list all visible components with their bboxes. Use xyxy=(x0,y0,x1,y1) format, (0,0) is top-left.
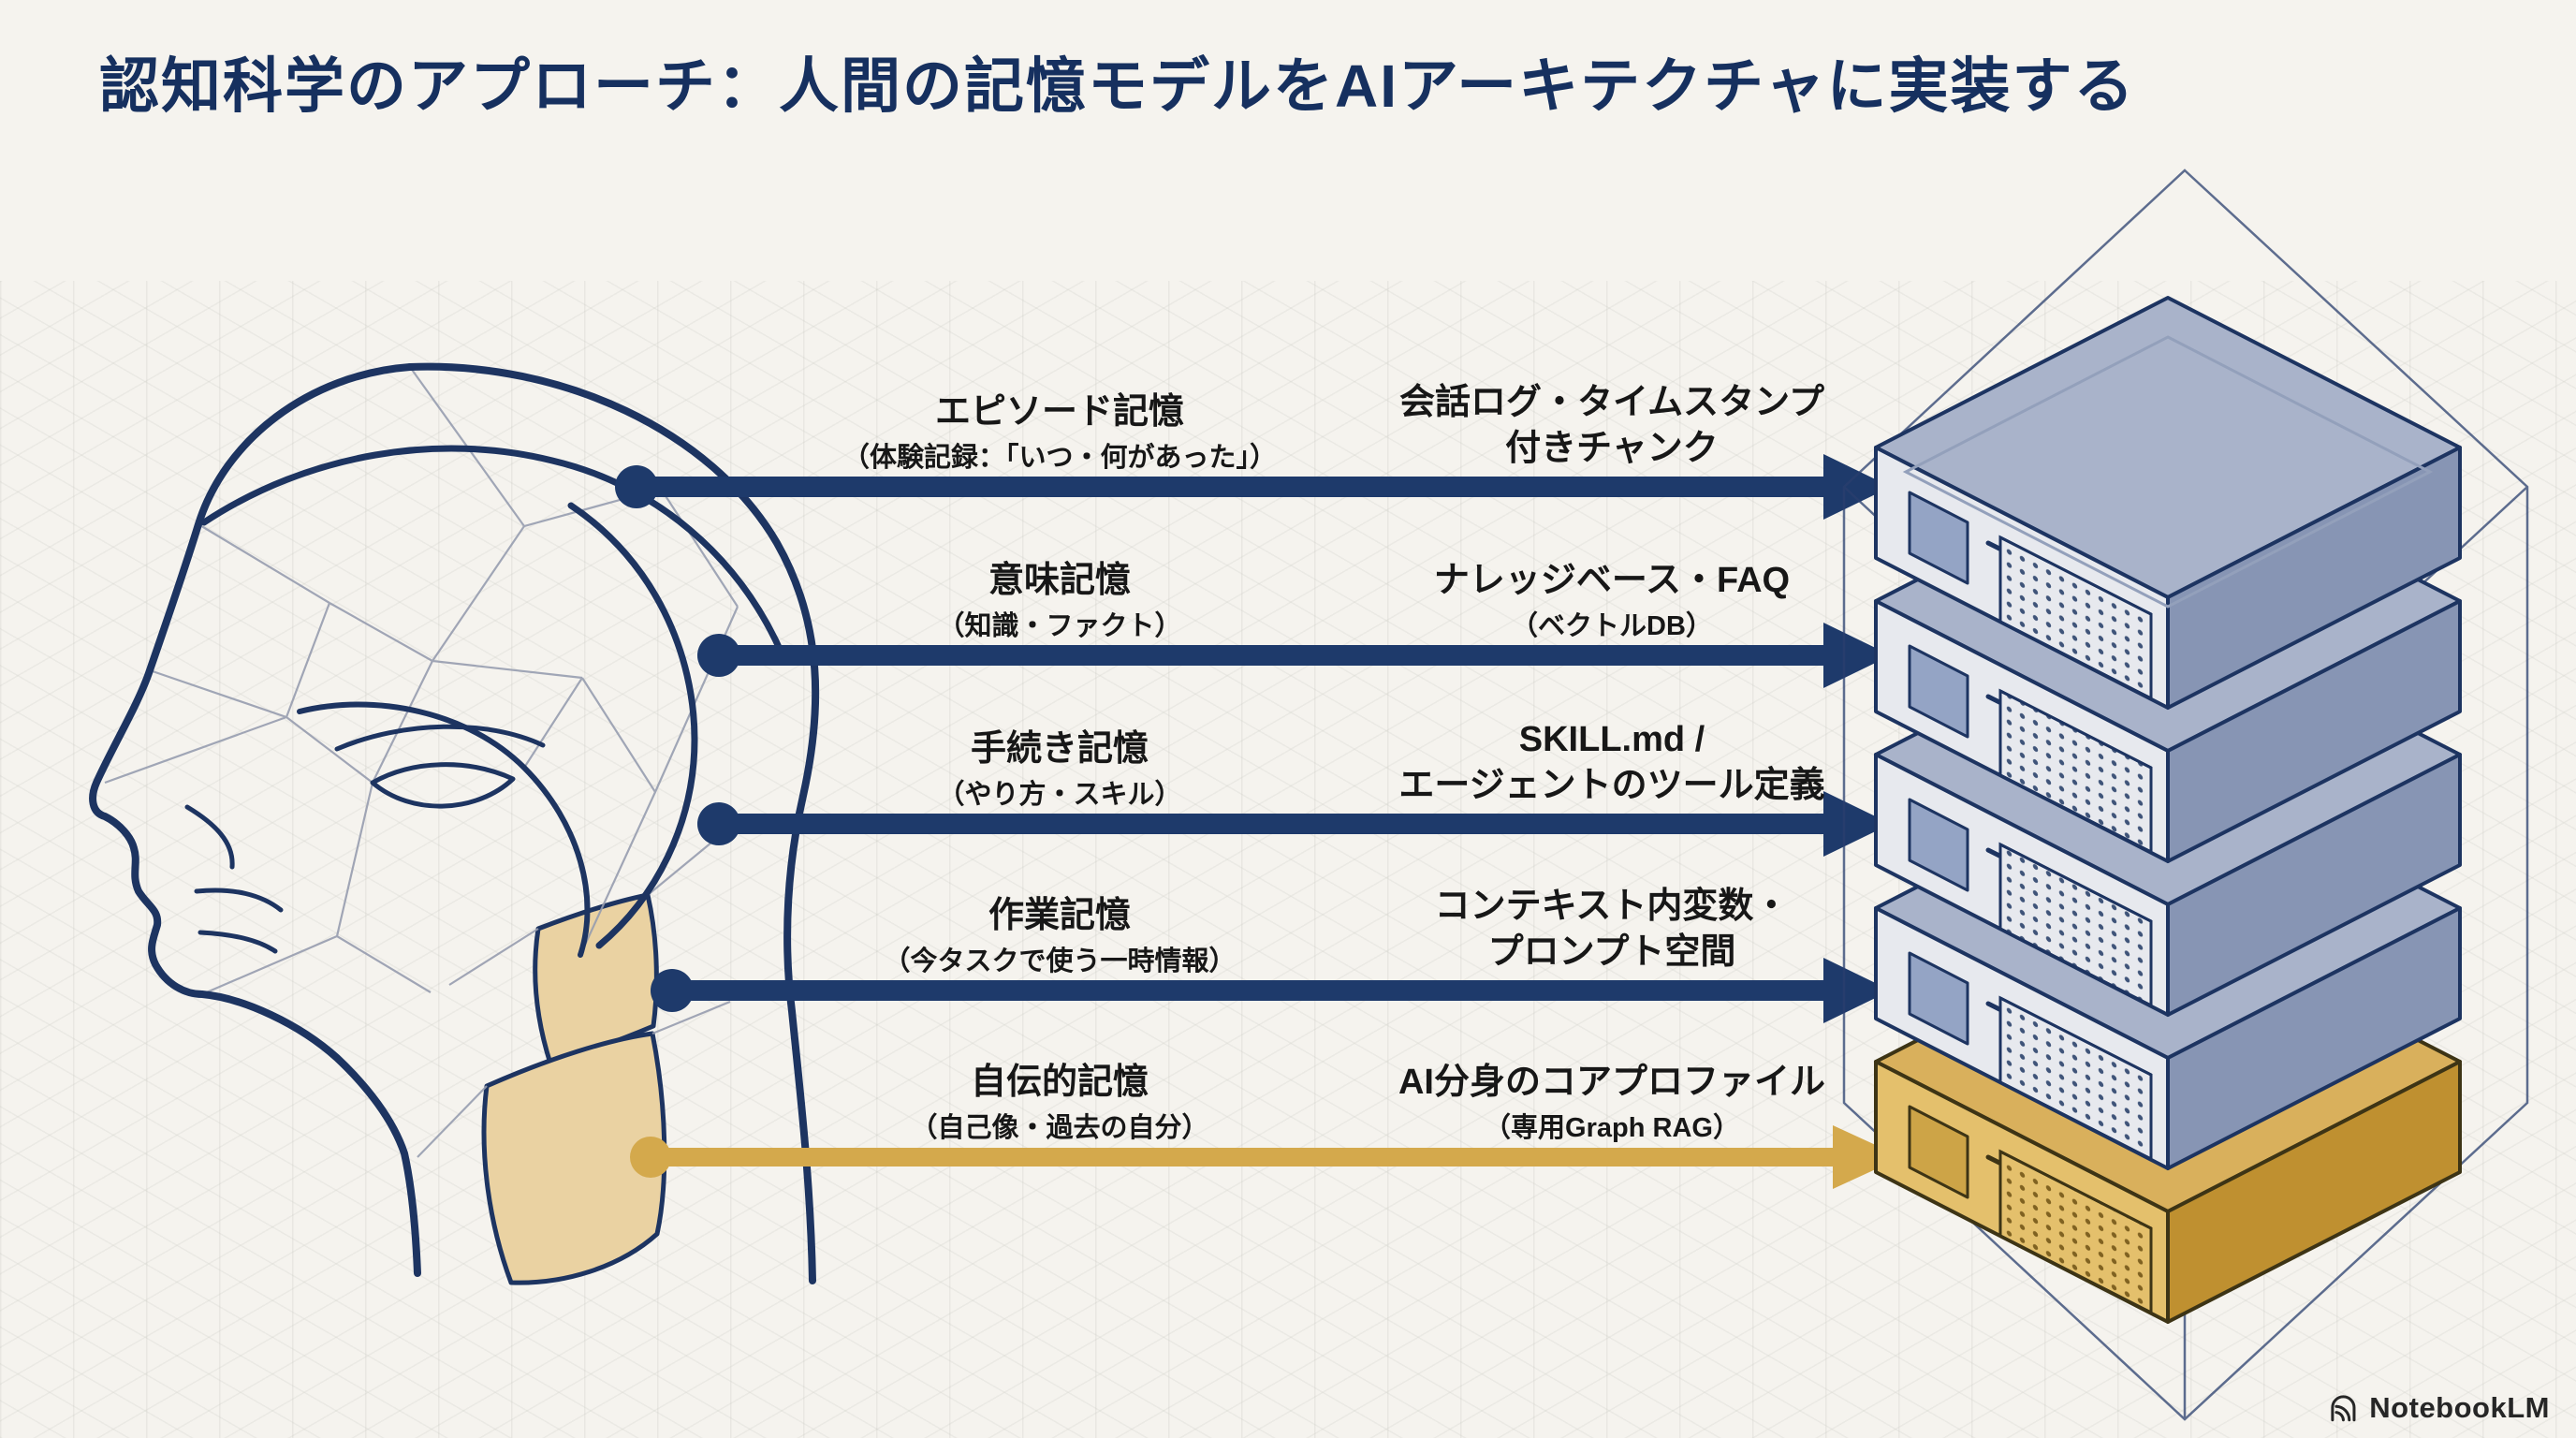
impl-label-autobiographical-sub: （専用Graph RAG） xyxy=(1484,1113,1740,1144)
arrow-semantic xyxy=(697,623,1891,688)
memory-label-autobiographical-sub: （自己像・過去の自分） xyxy=(910,1113,1209,1144)
neck-tan-patch-upper xyxy=(533,892,659,1066)
impl-label-working: コンテキスト内変数・ プロンプト空間 xyxy=(1435,884,1790,976)
memory-label-procedural: 手続き記憶 （やり方・スキル） xyxy=(937,726,1181,813)
notebooklm-waves-icon xyxy=(2331,1395,2356,1422)
server-working xyxy=(1876,758,2460,1168)
brand-footer: NotebookLM xyxy=(2328,1391,2550,1425)
server-procedural xyxy=(1876,605,2460,1015)
head-mesh-lines xyxy=(104,366,739,1158)
memory-label-working: 作業記憶 （今タスクで使う一時情報） xyxy=(883,893,1236,979)
head-outline xyxy=(89,362,820,1284)
neck-tan-patch-lower xyxy=(481,1031,667,1285)
memory-label-semantic-main: 意味記憶 xyxy=(988,561,1132,600)
memory-label-autobiographical: 自伝的記憶 （自己像・過去の自分） xyxy=(910,1060,1208,1146)
memory-label-episodic: エピソード記憶 （体験記録：「いつ・何があった」） xyxy=(842,389,1277,476)
impl-label-semantic: ナレッジベース・FAQ （ベクトルDB） xyxy=(1434,558,1790,644)
memory-label-working-main: 作業記憶 xyxy=(988,896,1132,935)
impl-label-working-main: コンテキスト内変数・ プロンプト空間 xyxy=(1434,887,1790,973)
impl-label-autobiographical: AI分身のコアプロファイル （専用Graph RAG） xyxy=(1398,1060,1825,1146)
memory-label-episodic-sub: （体験記録：「いつ・何があった」） xyxy=(842,443,1278,474)
impl-label-episodic-main: 会話ログ・タイムスタンプ 付きチャンク xyxy=(1398,383,1825,469)
memory-label-procedural-sub: （やり方・スキル） xyxy=(937,780,1182,811)
impl-label-episodic: 会話ログ・タイムスタンプ 付きチャンク xyxy=(1399,380,1824,473)
server-semantic xyxy=(1876,451,2460,861)
impl-label-procedural-main: SKILL.md / エージェントのツール定義 xyxy=(1398,720,1825,806)
memory-label-procedural-main: 手続き記憶 xyxy=(970,729,1149,769)
arrow-working xyxy=(651,958,1891,1023)
memory-label-semantic-sub: （知識・ファクト） xyxy=(937,611,1182,642)
human-head-wireframe xyxy=(89,362,820,1285)
server-autobiographical-gold xyxy=(1876,912,2460,1322)
arrow-episodic xyxy=(615,454,1891,520)
mapping-arrows xyxy=(615,454,1902,1189)
memory-label-working-sub: （今タスクで使う一時情報） xyxy=(883,946,1237,977)
memory-label-episodic-main: エピソード記憶 xyxy=(934,392,1185,432)
server-episodic xyxy=(1876,298,2460,708)
server-stack xyxy=(1876,298,2460,1322)
arrow-autobiographical xyxy=(630,1125,1902,1189)
impl-label-autobiographical-main: AI分身のコアプロファイル xyxy=(1398,1063,1826,1102)
memory-label-autobiographical-main: 自伝的記憶 xyxy=(970,1063,1149,1102)
impl-label-semantic-main: ナレッジベース・FAQ xyxy=(1433,561,1791,600)
page-title: 認知科学のアプローチ：人間の記憶モデルをAIアーキテクチャに実装する xyxy=(99,52,2136,120)
impl-label-semantic-sub: （ベクトルDB） xyxy=(1511,611,1713,642)
arrow-procedural xyxy=(697,791,1891,857)
brand-name: NotebookLM xyxy=(2369,1391,2550,1424)
memory-label-semantic: 意味記憶 （知識・ファクト） xyxy=(937,558,1181,644)
impl-label-procedural: SKILL.md / エージェントのツール定義 xyxy=(1398,717,1824,810)
